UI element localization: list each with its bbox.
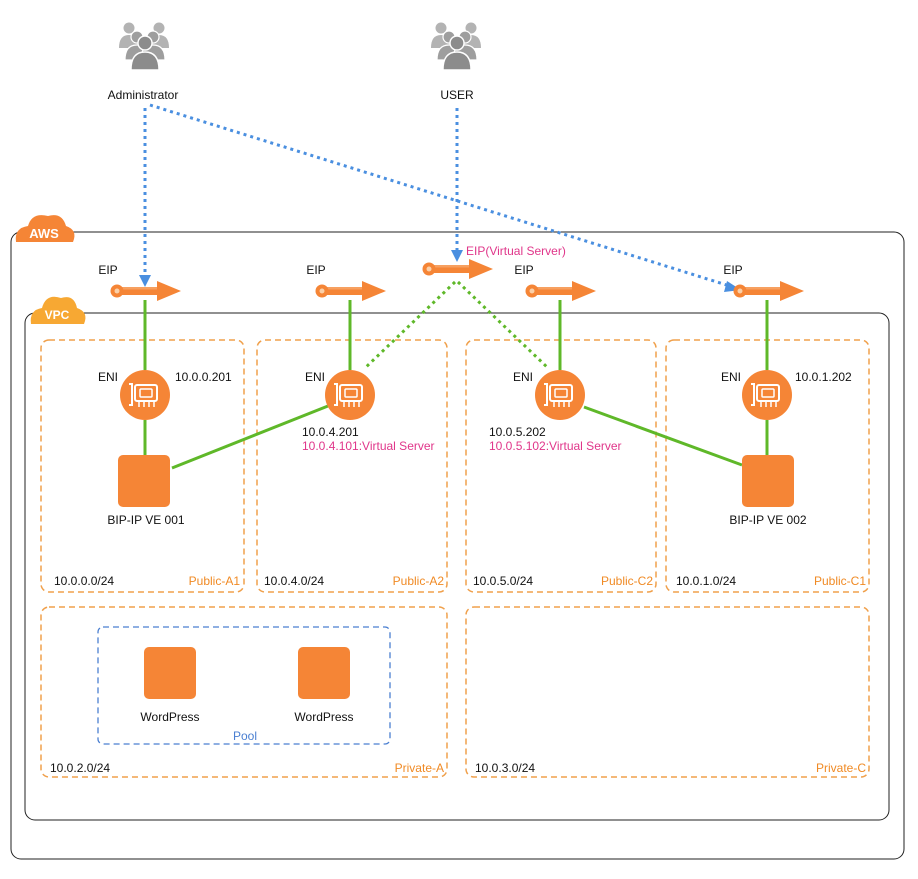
wordpress-instance-2: WordPress <box>294 647 354 724</box>
subnet-cidr: 10.0.2.0/24 <box>50 761 110 775</box>
vpc-badge: VPC <box>30 296 86 324</box>
subnet-public-a1: 10.0.0.0/24 Public-A1 <box>40 339 245 593</box>
eni-label: ENI <box>721 370 741 384</box>
subnet-name: Public-C2 <box>601 574 653 588</box>
user-actor: USER <box>430 21 482 102</box>
user-path-to-virtual-eip <box>451 108 463 262</box>
network-interface-icon <box>534 369 586 421</box>
pool-label: Pool <box>233 729 257 743</box>
subnet-cidr: 10.0.4.0/24 <box>264 574 324 588</box>
subnet-cidr: 10.0.0.0/24 <box>54 574 114 588</box>
instance-label: WordPress <box>140 710 199 724</box>
bigip-ve-001: BIP-IP VE 001 <box>107 455 185 527</box>
eip-label: EIP <box>514 263 533 277</box>
eni-a1: ENI 10.0.0.201 <box>98 369 232 421</box>
administrator-actor: Administrator <box>108 21 179 102</box>
elastic-ip-icon <box>733 281 804 301</box>
eip-c1: EIP <box>723 263 804 301</box>
eip-label: EIP <box>723 263 742 277</box>
eni-a2: ENI 10.0.4.201 10.0.4.101:Virtual Server <box>302 369 435 453</box>
link-eni-a2-bigip001 <box>171 404 329 470</box>
ec2-instance-icon <box>144 647 196 699</box>
eip-label: EIP <box>306 263 325 277</box>
aws-badge-text: AWS <box>29 226 59 241</box>
network-interface-icon <box>741 369 793 421</box>
elastic-ip-icon <box>525 281 596 301</box>
administrator-label: Administrator <box>108 88 179 102</box>
users-icon <box>430 21 482 71</box>
aws-cloud-container <box>10 231 905 860</box>
eip-label: EIP <box>98 263 117 277</box>
subnet-name: Public-C1 <box>814 574 866 588</box>
elastic-ip-icon <box>422 259 493 279</box>
aws-cloud-badge: AWS <box>15 215 75 242</box>
vpc-container <box>24 312 890 821</box>
admin-path-to-eip-a1 <box>139 108 151 287</box>
eni-label: ENI <box>513 370 533 384</box>
subnet-private-a: 10.0.2.0/24 Private-A <box>40 606 448 778</box>
subnet-cidr: 10.0.5.0/24 <box>473 574 533 588</box>
subnet-private-c: 10.0.3.0/24 Private-C <box>465 606 870 778</box>
eni-label: ENI <box>305 370 325 384</box>
subnet-public-a2: 10.0.4.0/24 Public-A2 <box>256 339 448 593</box>
eni-c1: ENI 10.0.1.202 <box>721 369 852 421</box>
eni-c2: ENI 10.0.5.202 10.0.5.102:Virtual Server <box>489 369 622 453</box>
eni-virtual-server-ip: 10.0.5.102:Virtual Server <box>489 439 622 453</box>
ec2-instance-icon <box>118 455 170 507</box>
instance-label: BIP-IP VE 002 <box>729 513 806 527</box>
admin-path-to-eip-c1 <box>149 103 741 292</box>
pool-group: Pool <box>97 626 391 745</box>
subnet-public-c2: 10.0.5.0/24 Public-C2 <box>465 339 657 593</box>
ec2-instance-icon <box>298 647 350 699</box>
users-icon <box>118 21 170 71</box>
eni-virtual-server-ip: 10.0.4.101:Virtual Server <box>302 439 435 453</box>
subnet-cidr: 10.0.1.0/24 <box>676 574 736 588</box>
instance-label: BIP-IP VE 001 <box>107 513 184 527</box>
eip-virtual-label: EIP(Virtual Server) <box>466 244 566 258</box>
subnet-name: Private-C <box>816 761 866 775</box>
subnet-name: Public-A2 <box>393 574 445 588</box>
subnet-name: Private-A <box>395 761 444 775</box>
eni-ip: 10.0.4.201 <box>302 425 359 439</box>
eip-virtual-server: EIP(Virtual Server) <box>422 244 566 279</box>
subnet-name: Public-A1 <box>189 574 241 588</box>
elastic-ip-icon <box>315 281 386 301</box>
network-interface-icon <box>119 369 171 421</box>
eni-ip: 10.0.0.201 <box>175 370 232 384</box>
instance-label: WordPress <box>294 710 353 724</box>
eip-a2: EIP <box>306 263 386 301</box>
eni-ip: 10.0.1.202 <box>795 370 852 384</box>
link-virtual-eip-a2 <box>363 280 457 370</box>
eni-label: ENI <box>98 370 118 384</box>
eip-a1: EIP <box>98 263 181 301</box>
wordpress-instance-1: WordPress <box>140 647 200 724</box>
vpc-badge-text: VPC <box>45 308 70 322</box>
eip-c2: EIP <box>514 263 596 301</box>
network-interface-icon <box>324 369 376 421</box>
link-eni-c2-bigip002 <box>583 405 743 467</box>
bigip-ve-002: BIP-IP VE 002 <box>729 455 807 527</box>
user-label: USER <box>440 88 474 102</box>
subnet-cidr: 10.0.3.0/24 <box>475 761 535 775</box>
ec2-instance-icon <box>742 455 794 507</box>
eni-ip: 10.0.5.202 <box>489 425 546 439</box>
